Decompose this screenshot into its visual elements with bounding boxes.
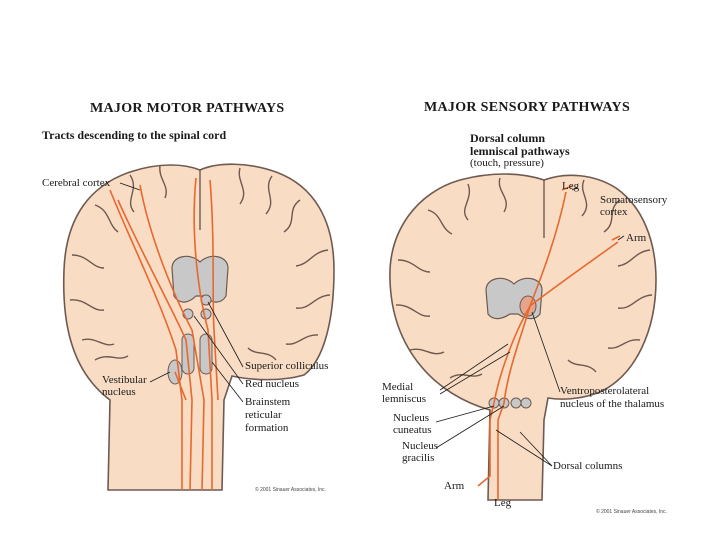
motor-subtitle: Tracts descending to the spinal cord [42, 128, 227, 142]
sensory-subtitle-line1: Dorsal column [470, 131, 545, 145]
label-vestibular-nucleus-line2: nucleus [102, 386, 136, 398]
label-somatosensory-line1: Somatosensory [600, 194, 668, 206]
motor-ventricle [171, 255, 229, 303]
motor-brain-outline [62, 163, 335, 491]
sensory-pathways [477, 185, 621, 500]
sensory-brain-outline [389, 173, 657, 501]
label-brainstem-line2: reticular [245, 409, 282, 421]
sensory-nucleus-right-1 [510, 397, 522, 409]
label-medial-lemniscus-line2: lemniscus [382, 393, 426, 405]
sensory-subtitle-line3: (touch, pressure) [470, 157, 544, 169]
label-leg-top: Leg [562, 180, 580, 192]
label-nucleus-cuneatus-line1: Nucleus [393, 412, 430, 424]
label-nucleus-cuneatus-line2: cuneatus [393, 424, 432, 436]
sensory-title: MAJOR SENSORY PATHWAYS [424, 100, 631, 115]
sensory-copyright: © 2001 Sinauer Associates, Inc. [596, 509, 667, 515]
label-brainstem-line1: Brainstem [245, 396, 291, 408]
sensory-nucleus-right-2 [520, 397, 532, 409]
label-somatosensory-line2: cortex [600, 206, 628, 218]
label-nucleus-gracilis-line1: Nucleus [402, 440, 439, 452]
label-dorsal-columns: Dorsal columns [553, 460, 623, 472]
label-medial-lemniscus-line1: Medial [382, 381, 414, 393]
motor-title: MAJOR MOTOR PATHWAYS [90, 101, 285, 116]
label-brainstem-line3: formation [245, 422, 289, 434]
label-superior-colliculus: Superior colliculus [245, 360, 329, 372]
motor-copyright: © 2001 Sinauer Associates, Inc. [255, 487, 326, 493]
motor-brain [62, 163, 335, 491]
label-red-nucleus: Red nucleus [245, 378, 300, 390]
label-cerebral-cortex: Cerebral cortex [42, 177, 111, 189]
label-vestibular-nucleus-line1: Vestibular [102, 374, 147, 386]
label-vpl-line2: nucleus of the thalamus [560, 398, 665, 410]
motor-red-nucleus-2 [200, 308, 212, 320]
label-arm-bottom: Arm [444, 480, 465, 492]
sensory-subtitle-line2: lemniscal pathways [470, 144, 570, 158]
motor-pathways [109, 177, 219, 491]
label-nucleus-gracilis-line2: gracilis [402, 452, 435, 464]
label-leg-bottom: Leg [494, 497, 512, 509]
label-arm-top: Arm [626, 232, 647, 244]
label-vpl-line1: Ventroposterolateral [560, 385, 650, 397]
